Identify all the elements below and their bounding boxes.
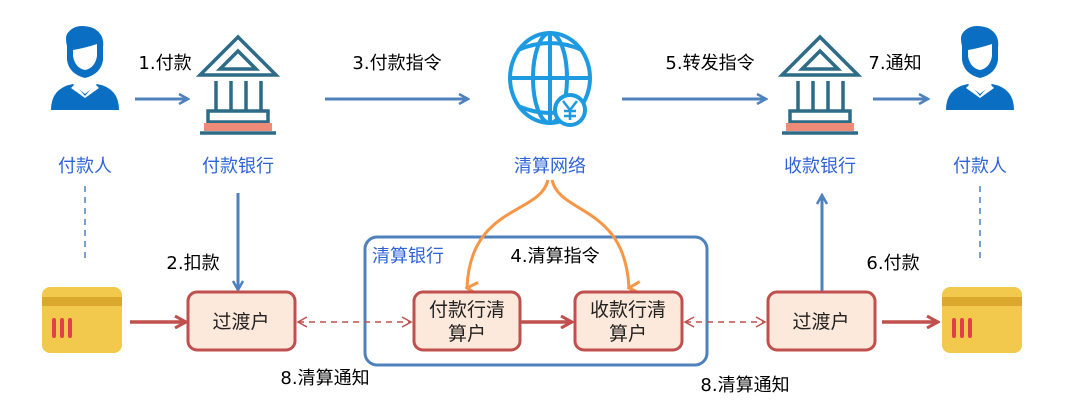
network-label: 清算网络 xyxy=(514,156,586,177)
payee-person-icon xyxy=(946,26,1014,110)
payee-clearing-account xyxy=(573,290,684,352)
transit-account-right xyxy=(766,290,877,352)
payee-bank-label: 收款银行 xyxy=(784,156,856,177)
payer-person-icon xyxy=(51,26,119,110)
payer-clearing-label-2: 算户 xyxy=(448,323,486,345)
payee-clearing-label-2: 算户 xyxy=(609,323,647,345)
clearing-bank-title: 清算银行 xyxy=(372,246,444,267)
arrow-step4-payee xyxy=(550,179,629,288)
payee-label: 付款人 xyxy=(953,156,1007,177)
payer-bank-label: 付款银行 xyxy=(202,156,274,177)
step2-label: 2.扣款 xyxy=(166,253,219,274)
step1-label: 1.付款 xyxy=(138,53,191,74)
arrow-step4-payer xyxy=(467,179,550,288)
step7-label: 7.通知 xyxy=(868,53,921,74)
clearing-bank-container xyxy=(363,235,709,367)
transit-right-label: 过渡户 xyxy=(792,311,849,333)
step5-label: 5.转发指令 xyxy=(665,53,754,74)
payee-card-icon xyxy=(940,285,1024,355)
step8-right-label: 8.清算通知 xyxy=(700,375,789,396)
payee-clearing-label-1: 收款行清 xyxy=(590,299,666,321)
globe-yen-icon xyxy=(508,31,592,127)
step6-label: 6.付款 xyxy=(866,253,919,274)
step3-label: 3.付款指令 xyxy=(352,53,441,74)
payer-card-icon xyxy=(40,285,124,355)
step8-left-label: 8.清算通知 xyxy=(280,368,369,389)
payer-clearing-label-1: 付款行清 xyxy=(429,299,505,321)
payee-bank-icon xyxy=(780,35,860,135)
step4-label: 4.清算指令 xyxy=(510,246,599,267)
transit-left-label: 过渡户 xyxy=(212,311,269,333)
payer-label: 付款人 xyxy=(58,156,112,177)
transit-account-left xyxy=(186,290,297,352)
payer-bank-icon xyxy=(198,35,278,135)
